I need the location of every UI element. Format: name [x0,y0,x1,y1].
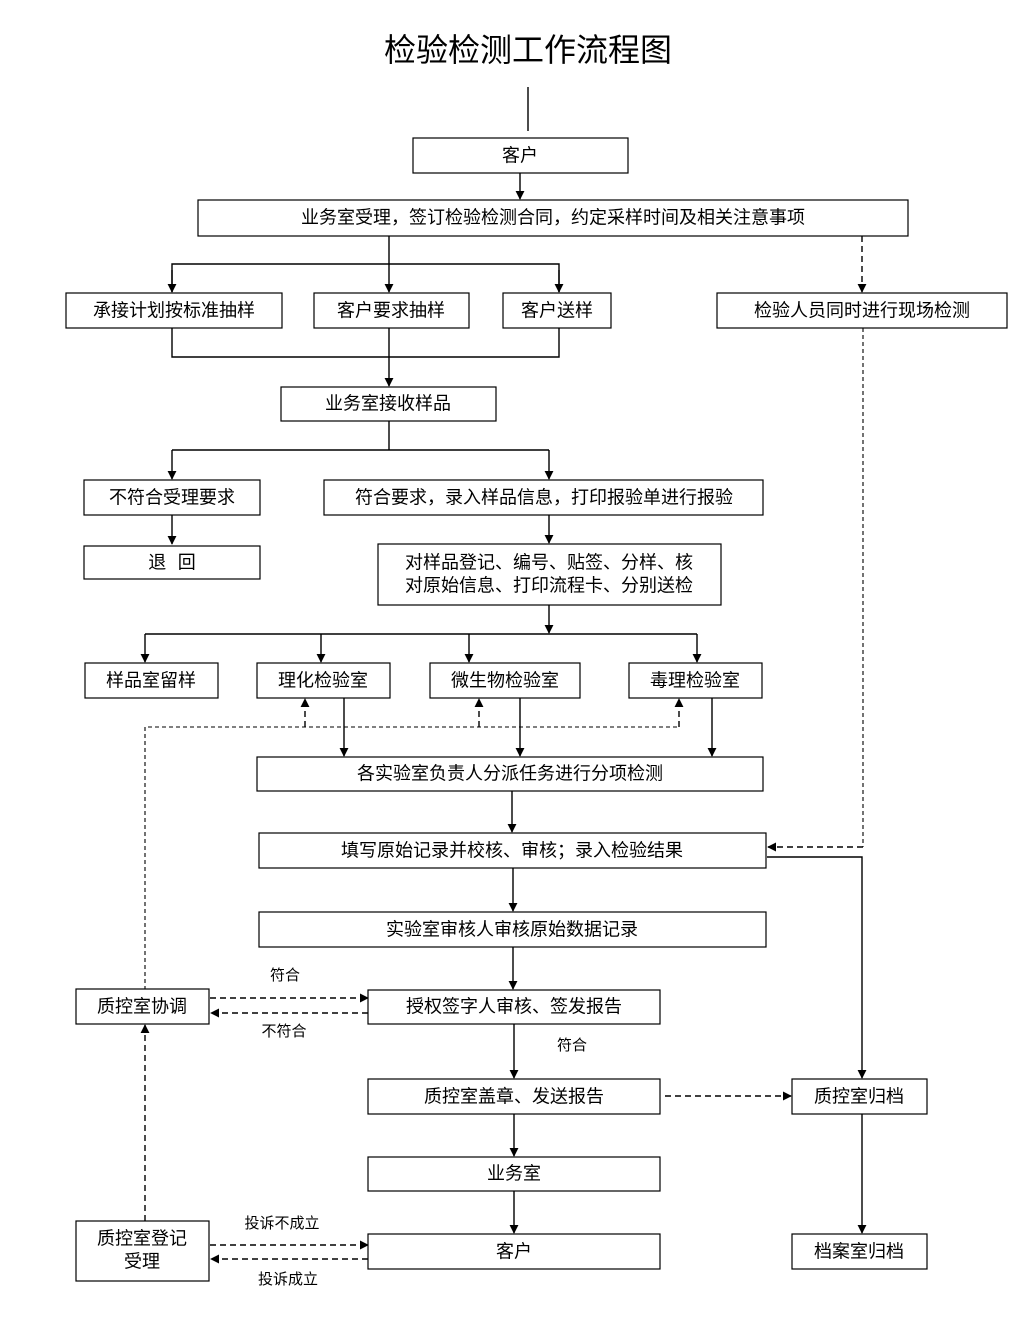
node-qc-archive-label: 质控室归档 [814,1087,904,1108]
node-client-send-sample[interactable]: 客户送样 [502,292,612,329]
label-conform-down: 符合 [557,1036,587,1054]
node-physchem-lab-box [256,662,391,699]
node-tox-lab-box [628,662,763,699]
edge-qc-feedback-bus [144,726,679,990]
node-plan-sampling[interactable]: 承接计划按标准抽样 [65,292,283,329]
label-conform-to-sign: 符合 [270,966,300,984]
node-qc-archive[interactable]: 质控室归档 [791,1078,928,1115]
node-lab-review-label: 实验室审核人审核原始数据记录 [386,920,638,941]
node-qc-coordinate-box [75,988,210,1025]
node-register-label-line1: 对样品登记、编号、贴签、分样、核 [405,553,693,574]
node-return[interactable]: 退 回 [83,545,261,580]
node-meet-box [323,479,764,516]
label-complaint-valid: 投诉成立 [258,1270,318,1288]
node-plan-sampling-label: 承接计划按标准抽样 [93,301,255,322]
label-complaint-invalid: 投诉不成立 [244,1214,319,1232]
node-register-label-line2: 对原始信息、打印流程卡、分别送检 [405,576,693,597]
node-business-office-box [367,1156,661,1192]
node-client-bottom-label: 客户 [496,1242,532,1263]
node-receive-sample-box [280,386,497,422]
node-archive-room-box [791,1233,928,1270]
node-client-request-sampling[interactable]: 客户要求抽样 [313,292,470,329]
node-client-top[interactable]: 客户 [412,137,629,174]
node-qc-stamp-box [367,1078,661,1115]
node-client-request-sampling-box [313,292,470,329]
node-qc-register-label-line1: 质控室登记 [97,1229,187,1250]
node-qc-register-box [75,1220,210,1282]
node-qc-register[interactable]: 质控室登记 受理 [75,1220,210,1282]
node-onsite-testing[interactable]: 检验人员同时进行现场检测 [716,292,1008,329]
node-receive-sample[interactable]: 业务室接收样品 [280,386,497,422]
node-authorize-sign-box [367,989,661,1025]
node-physchem-lab-label: 理化检验室 [278,671,368,692]
node-qc-stamp-label: 质控室盖章、发送报告 [424,1087,604,1108]
node-authorize-sign[interactable]: 授权签字人审核、签发报告 [367,989,661,1025]
node-client-send-sample-label: 客户送样 [521,301,593,322]
node-client-send-sample-box [502,292,612,329]
node-onsite-testing-label: 检验人员同时进行现场检测 [754,301,970,322]
node-micro-lab[interactable]: 微生物检验室 [429,662,581,699]
node-return-box [83,545,261,580]
node-client-request-sampling-label: 客户要求抽样 [337,301,445,322]
connectors [140,87,867,1264]
node-qc-stamp[interactable]: 质控室盖章、发送报告 [367,1078,661,1115]
node-authorize-sign-label: 授权签字人审核、签发报告 [406,997,622,1018]
node-fill-records-label: 填写原始记录并校核、审核；录入检验结果 [341,841,683,862]
label-not-conform: 不符合 [261,1022,306,1040]
node-micro-lab-label: 微生物检验室 [451,671,559,692]
node-micro-lab-box [429,662,581,699]
node-tox-lab-label: 毒理检验室 [650,671,740,692]
node-client-bottom-box [367,1233,661,1270]
node-business-accept[interactable]: 业务室受理，签订检验检测合同，约定采样时间及相关注意事项 [197,199,909,237]
node-assign-tasks-label: 各实验室负责人分派任务进行分项检测 [357,764,663,785]
node-qc-archive-box [791,1078,928,1115]
node-client-top-label: 客户 [502,146,538,167]
node-client-bottom[interactable]: 客户 [367,1233,661,1270]
node-return-label: 退 回 [148,553,195,574]
node-business-office-label: 业务室 [487,1164,541,1185]
node-not-meet-label: 不符合受理要求 [109,488,235,509]
node-assign-tasks[interactable]: 各实验室负责人分派任务进行分项检测 [256,756,764,792]
node-lab-review-box [258,911,767,948]
node-business-accept-label: 业务室受理，签订检验检测合同，约定采样时间及相关注意事项 [301,208,805,229]
node-register-box [377,543,722,606]
node-qc-coordinate[interactable]: 质控室协调 [75,988,210,1025]
node-physchem-lab[interactable]: 理化检验室 [256,662,391,699]
node-tox-lab[interactable]: 毒理检验室 [628,662,763,699]
node-meet-label: 符合要求，录入样品信息，打印报验单进行报验 [355,488,733,509]
node-fill-records[interactable]: 填写原始记录并校核、审核；录入检验结果 [258,832,767,869]
node-archive-room[interactable]: 档案室归档 [791,1233,928,1270]
node-assign-tasks-box [256,756,764,792]
node-not-meet-box [83,479,261,516]
node-sample-retention-label: 样品室留样 [106,671,196,692]
node-register[interactable]: 对样品登记、编号、贴签、分样、核 对原始信息、打印流程卡、分别送检 [377,543,722,606]
node-business-office[interactable]: 业务室 [367,1156,661,1192]
node-qc-register-label-line2: 受理 [124,1252,160,1273]
node-sample-retention-box [84,662,219,699]
node-fill-records-box [258,832,767,869]
node-archive-room-label: 档案室归档 [814,1242,904,1263]
edge-sampling-merge [171,328,560,358]
node-business-accept-box [197,199,909,237]
arrow-fill-to-qc-archive [767,856,867,1079]
edge-accept-branch [171,263,560,292]
node-lab-review[interactable]: 实验室审核人审核原始数据记录 [258,911,767,948]
node-meet[interactable]: 符合要求，录入样品信息，打印报验单进行报验 [323,479,764,516]
diagram-title: 检验检测工作流程图 [384,31,672,69]
node-qc-coordinate-label: 质控室协调 [97,997,187,1018]
node-plan-sampling-box [65,292,283,329]
node-sample-retention[interactable]: 样品室留样 [84,662,219,699]
node-onsite-testing-box [716,292,1008,329]
node-client-top-box [412,137,629,174]
node-not-meet[interactable]: 不符合受理要求 [83,479,261,516]
node-receive-sample-label: 业务室接收样品 [325,394,451,415]
